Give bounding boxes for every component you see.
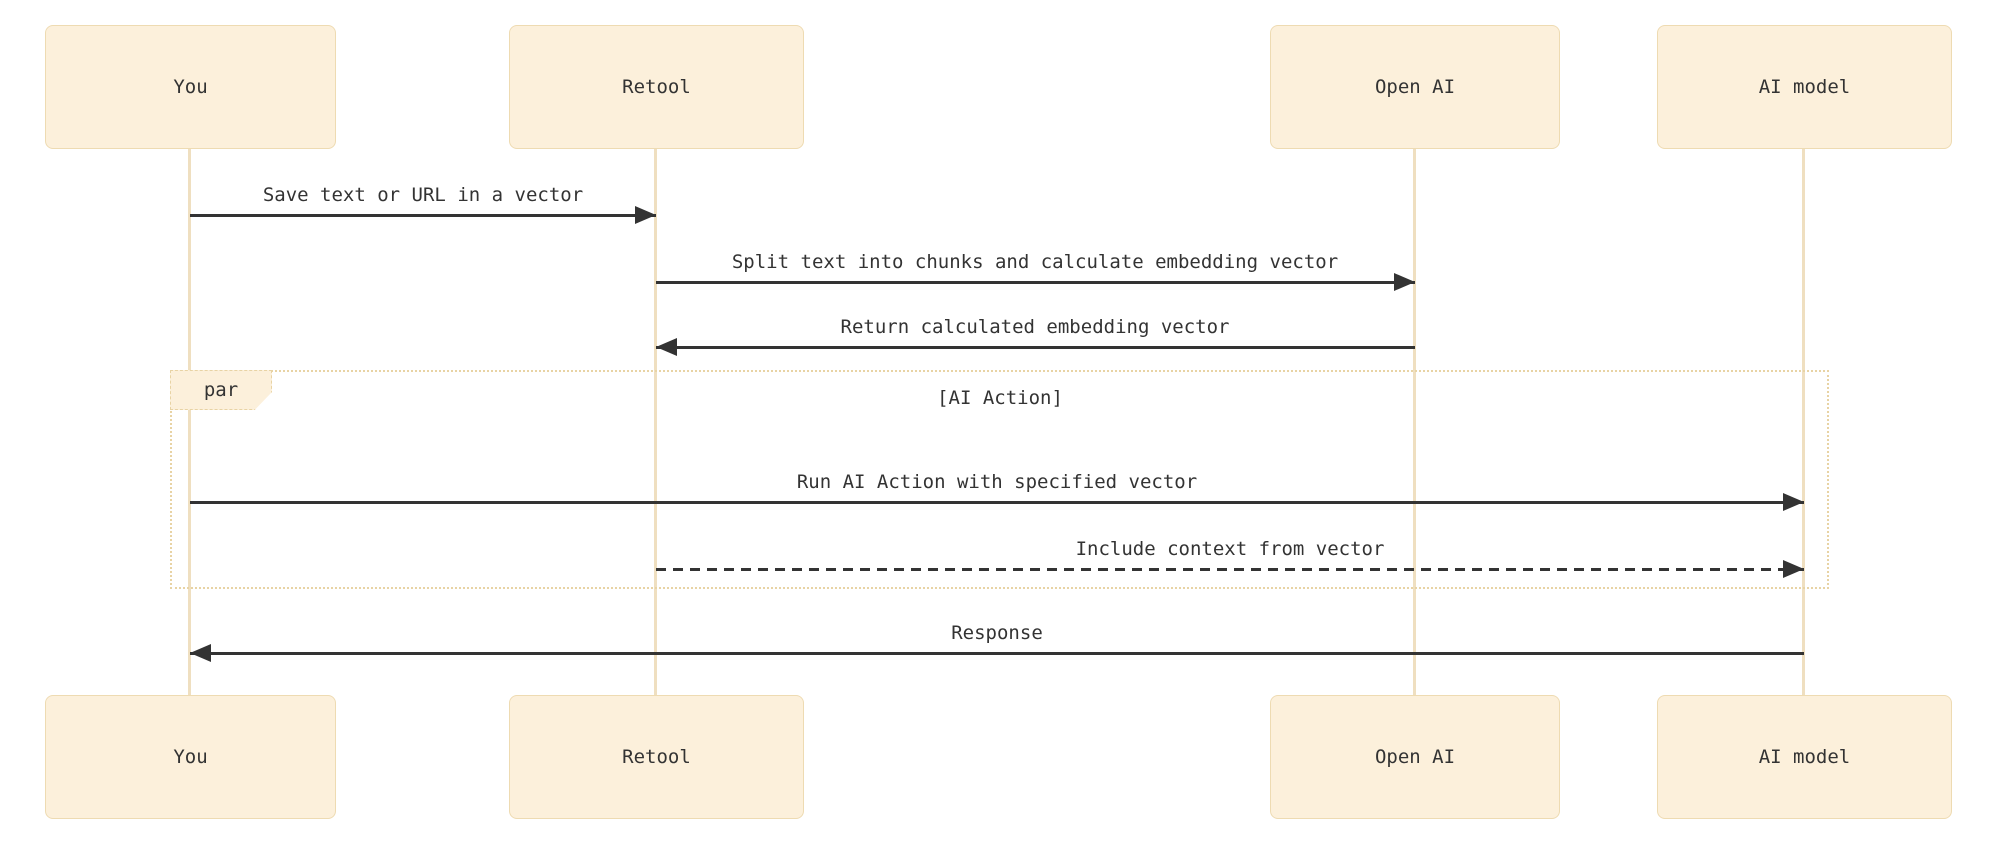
participant-aimodel-label: AI model bbox=[1758, 76, 1851, 98]
participant-you-bottom: You bbox=[45, 695, 336, 819]
arrowhead-right-icon bbox=[1783, 493, 1804, 511]
message-save-text-label: Save text or URL in a vector bbox=[262, 184, 584, 206]
arrowhead-right-icon bbox=[1783, 560, 1804, 578]
participant-you-top: You bbox=[45, 25, 336, 149]
participant-aimodel-bottom: AI model bbox=[1657, 695, 1952, 819]
lifeline-openai bbox=[1413, 149, 1416, 696]
participant-openai-bottom: Open AI bbox=[1270, 695, 1560, 819]
par-block-tab: par bbox=[170, 370, 272, 410]
lifeline-aimodel bbox=[1802, 149, 1805, 696]
arrowhead-left-icon bbox=[190, 644, 211, 662]
participant-retool-bottom: Retool bbox=[509, 695, 804, 819]
message-split-text-line bbox=[656, 281, 1415, 284]
participant-you-label: You bbox=[173, 746, 208, 768]
par-block-condition: [AI Action] bbox=[937, 387, 1063, 409]
message-include-context-label: Include context from vector bbox=[1075, 538, 1385, 560]
participant-retool-top: Retool bbox=[509, 25, 804, 149]
arrowhead-right-icon bbox=[635, 206, 656, 224]
participant-aimodel-label: AI model bbox=[1758, 746, 1851, 768]
message-return-vector-label: Return calculated embedding vector bbox=[840, 316, 1230, 338]
message-response-line bbox=[190, 652, 1804, 655]
participant-openai-label: Open AI bbox=[1374, 746, 1456, 768]
lifeline-you bbox=[188, 149, 191, 696]
arrowhead-left-icon bbox=[656, 338, 677, 356]
lifeline-retool bbox=[654, 149, 657, 696]
message-save-text-line bbox=[190, 214, 656, 217]
message-run-action-label: Run AI Action with specified vector bbox=[796, 471, 1198, 493]
message-response-label: Response bbox=[951, 622, 1043, 644]
arrowhead-right-icon bbox=[1394, 273, 1415, 291]
message-run-action-line bbox=[190, 501, 1804, 504]
par-block-label: par bbox=[203, 379, 239, 401]
participant-retool-label: Retool bbox=[622, 76, 691, 98]
message-return-vector-line bbox=[656, 346, 1415, 349]
par-block-frame bbox=[170, 370, 1829, 589]
participant-aimodel-top: AI model bbox=[1657, 25, 1952, 149]
participant-you-label: You bbox=[173, 76, 208, 98]
participant-retool-label: Retool bbox=[622, 746, 691, 768]
message-split-text-label: Split text into chunks and calculate emb… bbox=[731, 251, 1339, 273]
participant-openai-top: Open AI bbox=[1270, 25, 1560, 149]
participant-openai-label: Open AI bbox=[1374, 76, 1456, 98]
message-include-context-line bbox=[656, 568, 1804, 571]
